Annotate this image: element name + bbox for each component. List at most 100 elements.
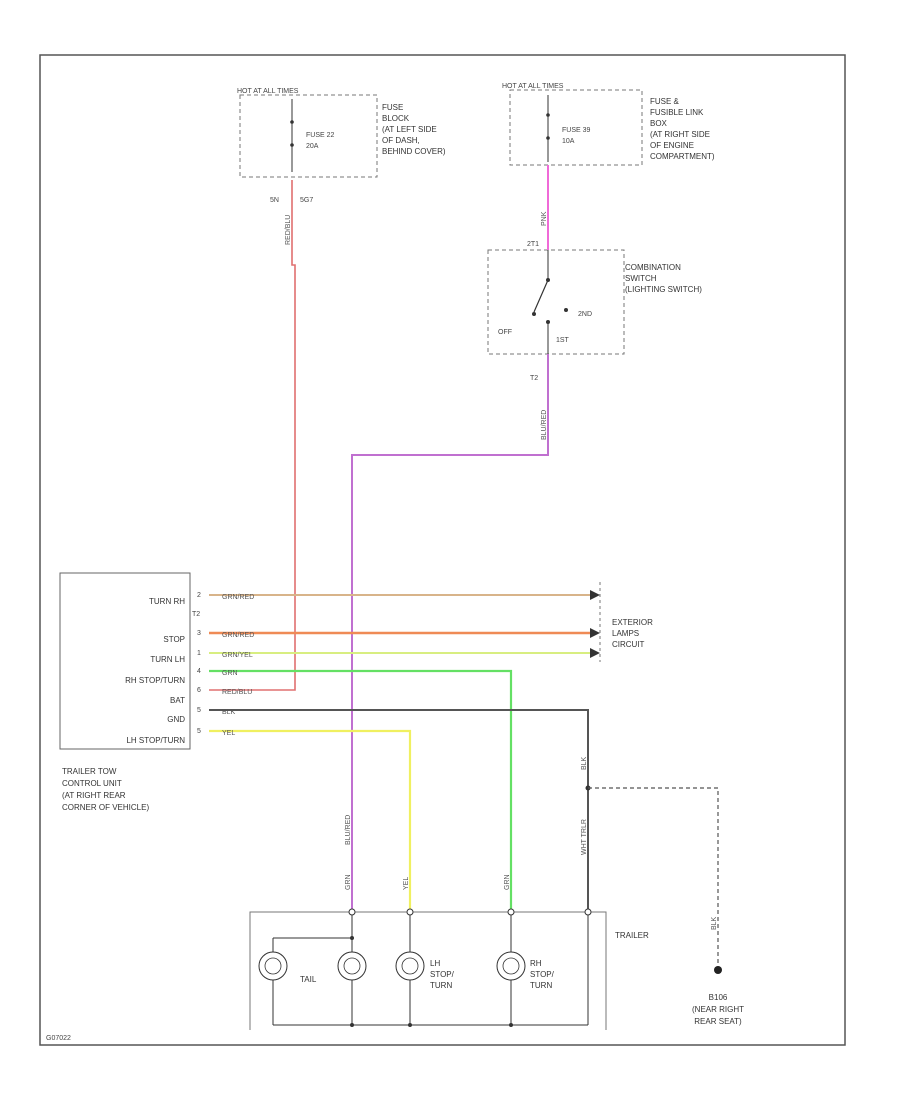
svg-text:EXTERIOR: EXTERIOR <box>612 618 653 627</box>
switch-label-2: SWITCH <box>625 274 657 283</box>
wire-label-rh-stop-turn: GRN <box>222 670 238 677</box>
fuse-left-pin-1: 5N <box>270 197 279 204</box>
wire-label-gnd-branch: BLK <box>581 756 588 770</box>
wire-label-bat: RED/BLU <box>222 689 252 696</box>
wire-gnd <box>209 709 589 912</box>
trailer-wire-label-grn-tail: GRN <box>345 874 352 890</box>
tail-lamp-left-icon <box>258 951 288 981</box>
pin-num-lh-stop-turn: 5 <box>197 728 201 735</box>
wire-label-gnd: BLK <box>222 709 236 716</box>
fuse-block-left-loc-3: (AT LEFT SIDE <box>382 125 437 134</box>
fuse-block-left-loc-2: BLOCK <box>382 114 410 123</box>
switch-pos-off: OFF <box>498 329 512 336</box>
rh-stop-turn-lamp-icon <box>496 951 526 981</box>
fuse-block-left-header: HOT AT ALL TIMES <box>237 88 299 95</box>
figure-id: G07022 <box>46 1035 71 1042</box>
control-unit-label-3: (AT RIGHT REAR <box>62 791 126 800</box>
pin-gnd: GND <box>167 715 185 724</box>
pin-lh-stop-turn: LH STOP/TURN <box>126 736 185 745</box>
ground-label-3: REAR SEAT) <box>694 1017 742 1026</box>
wire-label-pnk: PNK <box>541 211 548 226</box>
svg-text:CIRCUIT: CIRCUIT <box>612 640 645 649</box>
arrow-turn-lh <box>590 648 600 658</box>
ground-label-1: B106 <box>709 993 728 1002</box>
lamp-label-rh-2: STOP/ <box>530 970 555 979</box>
fuse-block-right-loc-3: BOX <box>650 119 668 128</box>
pin-num-bat: 6 <box>197 687 201 694</box>
wire-rh-stop-turn <box>209 669 513 912</box>
control-unit-label-2: CONTROL UNIT <box>62 779 122 788</box>
fuse-block-left-loc-4: OF DASH, <box>382 136 420 145</box>
fuse-39-label: FUSE 39 <box>562 127 591 134</box>
combination-switch: 2T1 OFF 2ND 1ST COMBINATION SWITCH (LIGH… <box>487 241 702 382</box>
pin-bat: BAT <box>170 696 185 705</box>
lamp-label-rh-1: RH <box>530 959 542 968</box>
tail-lamp-icon <box>337 951 367 981</box>
fuse-block-right-loc-5: OF ENGINE <box>650 141 694 150</box>
pin-num-stop: 3 <box>197 630 201 637</box>
wire-label-ground: BLK <box>711 916 718 930</box>
fuse-39-rating: 10A <box>562 138 575 145</box>
fuse-block-right-loc-4: (AT RIGHT SIDE <box>650 130 710 139</box>
lamp-label-rh-3: TURN <box>530 981 552 990</box>
switch-label-1: COMBINATION <box>625 263 681 272</box>
fuse-block-right-loc-6: COMPARTMENT) <box>650 152 715 161</box>
pin-t2: T2 <box>192 611 200 618</box>
trailer-label: TRAILER <box>615 931 649 940</box>
lh-stop-turn-lamp-icon <box>395 951 425 981</box>
pin-turn-rh: TURN RH <box>149 597 185 606</box>
pin-num-gnd: 5 <box>197 707 201 714</box>
switch-bottom-pin: T2 <box>530 375 538 382</box>
trailer-tow-control-unit: TURN RH T2 STOP TURN LH RH STOP/TURN BAT… <box>59 572 201 812</box>
switch-label-3: (LIGHTING SWITCH) <box>625 285 702 294</box>
wire-label-wht-trlr: WHT TRLR <box>581 819 588 855</box>
fuse-block-right: HOT AT ALL TIMES FUSE 39 10A FUSE & FUSI… <box>502 83 715 166</box>
control-unit-label-1: TRAILER TOW <box>62 767 117 776</box>
switch-pos-2nd: 2ND <box>578 311 592 318</box>
fuse-block-left-loc-5: BEHIND COVER) <box>382 147 446 156</box>
fuse-22-label: FUSE 22 <box>306 132 335 139</box>
wire-label-stop: GRN/RED <box>222 632 254 639</box>
svg-text:LAMPS: LAMPS <box>612 629 639 638</box>
fuse-block-left-loc-1: FUSE <box>382 103 403 112</box>
ground-point-icon <box>714 966 722 974</box>
wire-lh-stop-turn <box>209 729 412 912</box>
wire-label-turn-rh: GRN/RED <box>222 594 254 601</box>
switch-top-pin: 2T1 <box>527 241 539 248</box>
trailer-wire-label-yel: YEL <box>403 877 410 890</box>
fuse-block-right-header: HOT AT ALL TIMES <box>502 83 564 90</box>
pin-num-turn-lh: 1 <box>197 650 201 657</box>
lamp-label-tail: TAIL <box>300 975 317 984</box>
pin-rh-stop-turn: RH STOP/TURN <box>125 676 185 685</box>
fuse-block-left: HOT AT ALL TIMES FUSE 22 20A FUSE BLOCK … <box>237 88 446 204</box>
ground-label-2: (NEAR RIGHT <box>692 1005 744 1014</box>
wire-label-red-blu: RED/BLU <box>285 215 292 245</box>
switch-pos-1st: 1ST <box>556 337 570 344</box>
lamp-label-lh-2: STOP/ <box>430 970 455 979</box>
ground-branch: BLK WHT TRLR BLK B106 (NEAR RIGHT REAR S… <box>581 756 744 1026</box>
wire-red-blu-bat <box>209 180 296 691</box>
arrow-turn-rh <box>590 590 600 600</box>
trailer-wire-label-grn: GRN <box>504 874 511 890</box>
fuse-left-pin-2: 5G7 <box>300 197 313 204</box>
fuse-22-rating: 20A <box>306 143 319 150</box>
lamp-label-lh-3: TURN <box>430 981 452 990</box>
trailer-wire-label-blu-red: BLU/RED <box>345 815 352 845</box>
diagram-frame <box>39 54 846 1046</box>
pin-num-turn-rh: 2 <box>197 592 201 599</box>
control-unit-label-4: CORNER OF VEHICLE) <box>62 803 149 812</box>
pin-num-rh-stop-turn: 4 <box>197 668 201 675</box>
wire-blu-red <box>351 354 549 912</box>
fuse-block-right-loc-1: FUSE & <box>650 97 680 106</box>
wire-label-blu-red: BLU/RED <box>541 410 548 440</box>
exterior-lamps-label: EXTERIOR LAMPS CIRCUIT <box>612 618 653 649</box>
wire-label-turn-lh: GRN/YEL <box>222 652 253 659</box>
wire-label-lh-stop-turn: YEL <box>222 730 235 737</box>
pin-stop: STOP <box>163 635 185 644</box>
arrow-stop <box>590 628 600 638</box>
pin-turn-lh: TURN LH <box>150 655 185 664</box>
trailer-connector: TRAILER <box>249 908 649 1030</box>
lamp-label-lh-1: LH <box>430 959 440 968</box>
fuse-block-right-loc-2: FUSIBLE LINK <box>650 108 704 117</box>
